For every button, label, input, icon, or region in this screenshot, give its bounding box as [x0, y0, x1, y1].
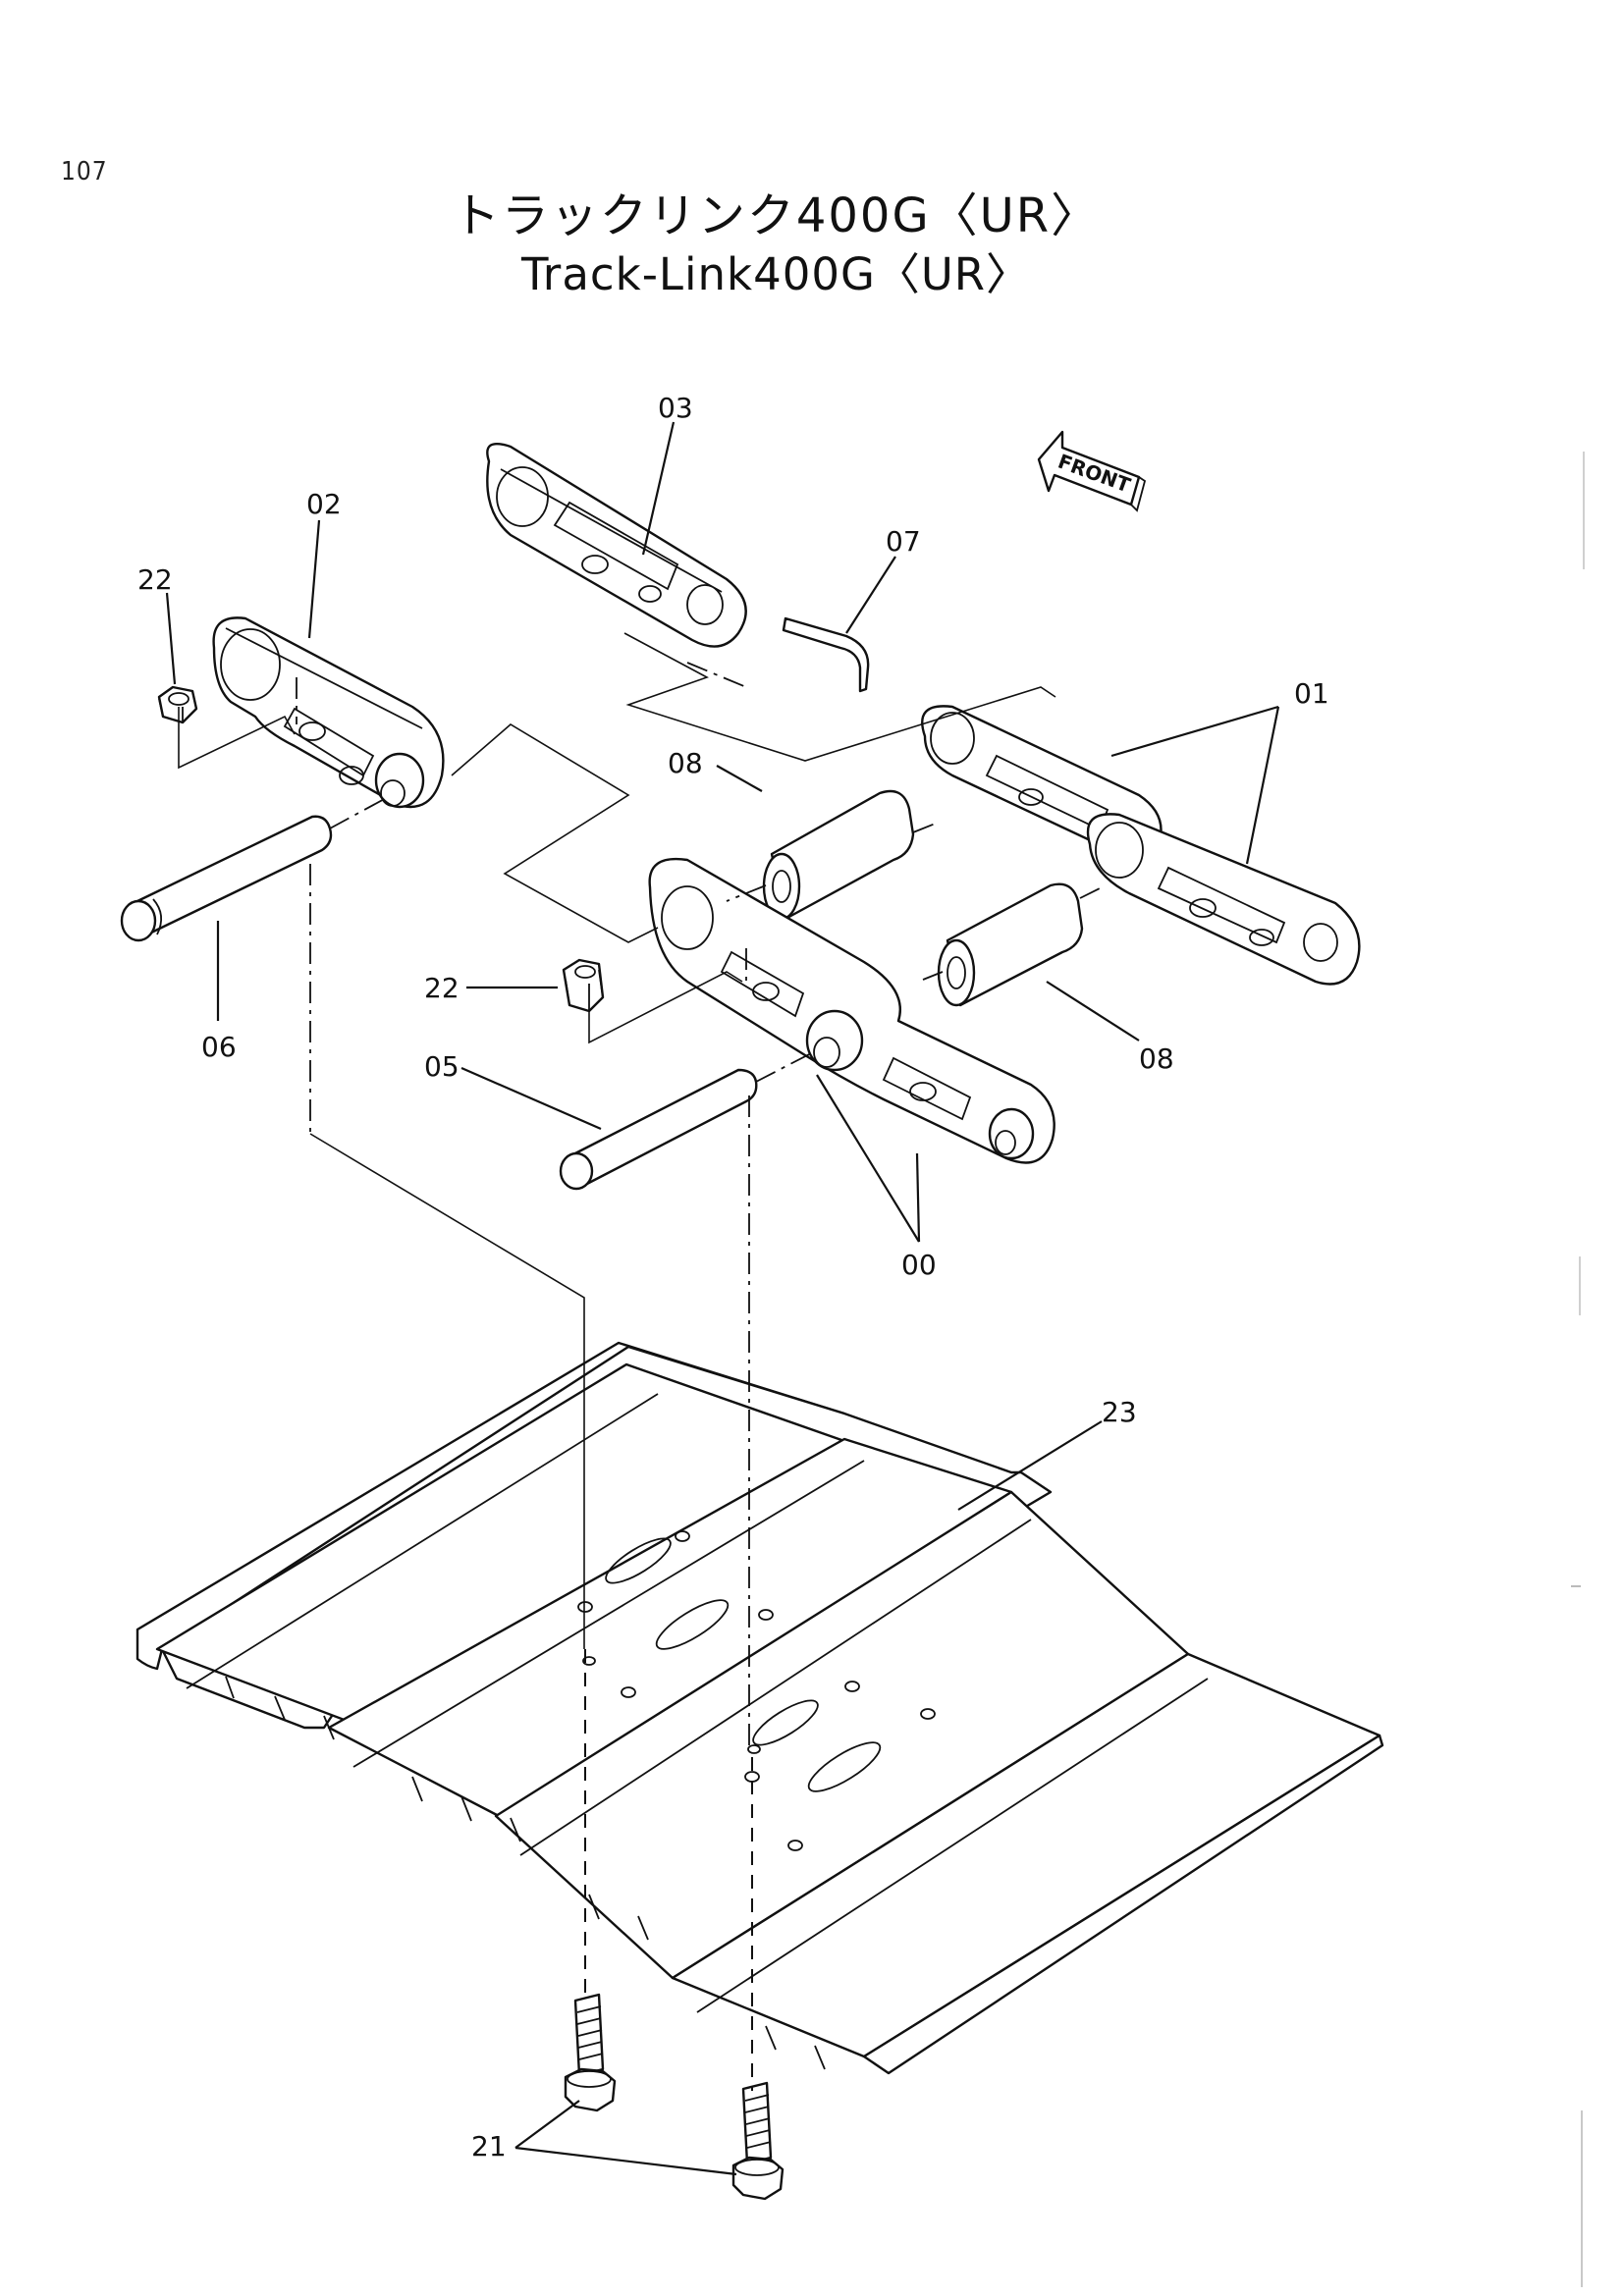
master-pin-06	[120, 815, 333, 942]
bushing-08-upper	[762, 789, 915, 921]
callout-00: 00	[901, 1249, 937, 1281]
title-japanese: トラックリンク400G〈UR〉	[452, 188, 1101, 243]
pin-07	[782, 616, 870, 693]
bolt-21-right	[731, 2081, 784, 2201]
callout-23: 23	[1102, 1396, 1137, 1428]
callout-leaders	[165, 421, 1280, 2176]
track-link-02	[212, 616, 445, 809]
page-number: 107	[61, 157, 108, 187]
callout-03: 03	[658, 392, 693, 424]
callout-01: 01	[1294, 677, 1329, 710]
track-link-03	[486, 442, 747, 648]
callout-06: 06	[201, 1031, 237, 1063]
pin-05	[559, 1068, 758, 1191]
track-link-01-lower	[1086, 813, 1361, 986]
bolt-21-left	[564, 1993, 617, 2112]
callout-22-center: 22	[424, 972, 460, 1004]
callout-08-lower: 08	[1139, 1042, 1174, 1075]
callout-02: 02	[306, 488, 342, 520]
callout-22-left: 22	[137, 563, 173, 596]
track-link-00	[648, 857, 1055, 1164]
callout-07: 07	[886, 525, 921, 558]
scan-artifacts	[1571, 452, 1585, 2287]
callout-21: 21	[471, 2130, 507, 2163]
callout-05: 05	[424, 1050, 460, 1083]
nut-22-left	[157, 685, 198, 724]
assembly-lines	[178, 632, 1101, 2091]
track-shoe-23	[135, 1341, 1384, 2075]
bushing-08-lower	[937, 882, 1084, 1007]
front-direction-arrow: FRONT	[1037, 430, 1147, 512]
nut-22-center	[562, 958, 605, 1013]
callout-08-upper: 08	[668, 747, 703, 779]
title-english: Track-Link400G〈UR〉	[520, 248, 1032, 300]
